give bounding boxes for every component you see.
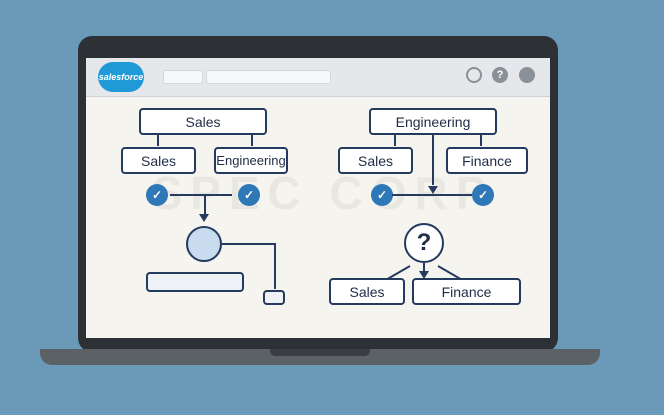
small-placeholder-button[interactable] xyxy=(263,290,285,305)
connector xyxy=(394,135,396,146)
laptop-hinge xyxy=(270,349,370,356)
check-icon: ✓ xyxy=(238,184,260,206)
connector xyxy=(157,135,159,146)
arrow-icon xyxy=(419,271,429,279)
address-bar[interactable] xyxy=(206,70,331,84)
bell-icon[interactable] xyxy=(466,67,482,83)
arrow-icon xyxy=(428,186,438,194)
right-finance-box[interactable]: Finance xyxy=(446,147,528,174)
user-icon[interactable] xyxy=(519,67,535,83)
check-icon: ✓ xyxy=(472,184,494,206)
bottom-sales-box[interactable]: Sales xyxy=(329,278,405,305)
bottom-finance-box[interactable]: Finance xyxy=(412,278,521,305)
avatar-circle xyxy=(186,226,222,262)
salesforce-logo[interactable]: salesforce xyxy=(98,62,144,92)
connector xyxy=(274,243,276,289)
left-sales-box[interactable]: Sales xyxy=(121,147,196,174)
placeholder-card[interactable] xyxy=(146,272,244,292)
question-icon: ? xyxy=(404,223,444,263)
connector xyxy=(204,196,206,214)
check-icon: ✓ xyxy=(146,184,168,206)
connector xyxy=(392,194,472,196)
right-root-box[interactable]: Engineering xyxy=(369,108,497,135)
help-icon[interactable]: ? xyxy=(492,67,508,83)
address-tab[interactable] xyxy=(163,70,203,84)
connector xyxy=(423,263,425,277)
right-sales-box[interactable]: Sales xyxy=(338,147,413,174)
connector xyxy=(222,243,274,245)
laptop-base xyxy=(40,349,600,365)
connector xyxy=(170,194,232,196)
connector xyxy=(251,135,253,146)
arrow-icon xyxy=(199,214,209,222)
check-icon: ✓ xyxy=(371,184,393,206)
connector xyxy=(432,135,434,185)
left-engineering-box[interactable]: Engineering xyxy=(214,147,288,174)
left-root-box[interactable]: Sales xyxy=(139,108,267,135)
connector xyxy=(480,135,482,146)
